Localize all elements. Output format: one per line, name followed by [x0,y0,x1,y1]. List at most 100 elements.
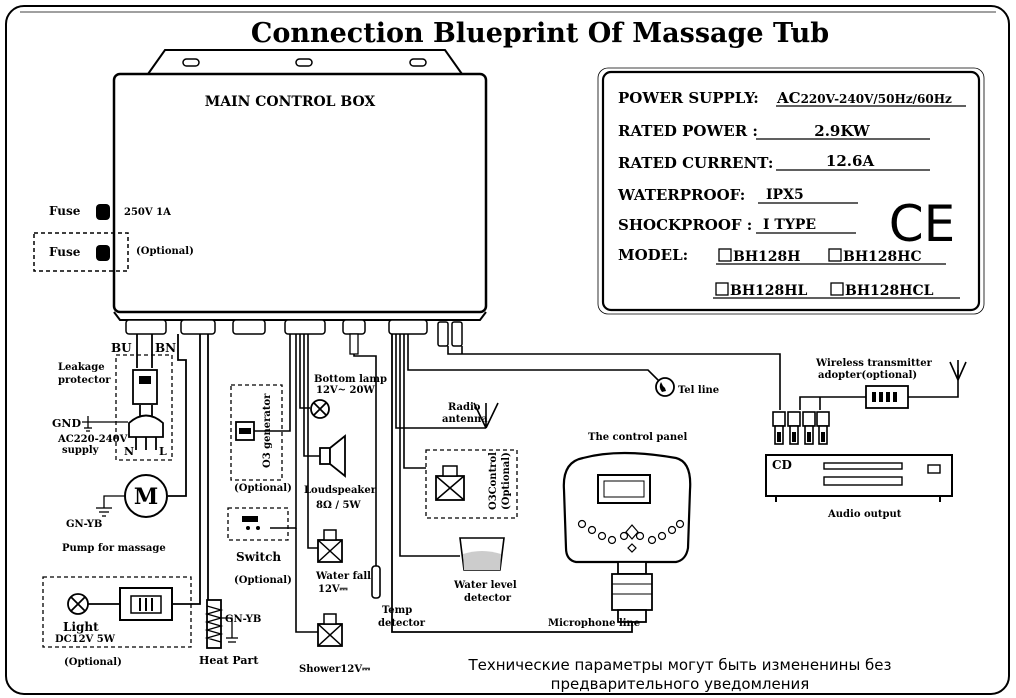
footnote: Технические параметры могут быть изменен… [330,656,1016,694]
model-checkbox-1 [718,248,732,262]
rated-power-value: 2.9KW [814,122,871,140]
supply-label-2: supply [62,445,100,456]
rated-current-label: RATED CURRENT: [618,154,773,172]
footnote-line-1: Технические параметры могут быть изменен… [468,656,892,674]
shockproof-value: I TYPE [763,217,816,233]
fuse1-icon [96,204,110,220]
cd-label: CD [772,458,792,472]
model-4: BH128HCL [845,283,934,299]
fuse2-note: (Optional) [136,246,194,257]
switch-icon [242,516,258,522]
loudspeaker-label-1: Loudspeaker [304,485,377,496]
motor-label: M [134,484,158,510]
light-dashed-box [42,576,192,648]
gn-yb-label-1: GN-YB [66,519,102,530]
shockproof-label: SHOCKPROOF : [618,216,752,234]
rated-power-label: RATED POWER : [618,122,758,140]
waterproof-label: WATERPROOF: [617,186,745,204]
power-supply-value: AC220V-240V/50Hz/60Hz [776,89,952,107]
fuse2-label: Fuse [49,245,81,259]
leakage-label-1: Leakage [58,362,105,373]
bottom-lamp-label-2: 12V~ 20W [316,385,375,396]
ce-mark: CE [889,195,956,253]
o3-control-wire [403,334,426,469]
radio-label-1: Radio [448,402,481,413]
footnote-line-2: предварительного уведомления [550,675,810,693]
water-level-label-2: detector [464,593,512,604]
fuse1-label: Fuse [49,204,81,218]
temp-wire [353,334,377,566]
waterfall-label-1: Water fall [315,571,371,582]
switch-optional: (Optional) [234,575,292,586]
waterfall-label-2: 12V⎓ [318,584,348,595]
leakage-protector-icon [132,369,158,405]
model-3: BH128HL [730,283,808,299]
o3-control-optional: (Optional) [501,452,512,510]
bu-label: BU [111,341,132,355]
waterfall-wire [307,334,318,549]
rca-plugs [772,411,830,445]
control-panel-buttons [577,519,685,545]
model-checkbox-2 [828,248,842,262]
radio-label-2: antenna [442,414,488,425]
model-2: BH128HC [843,249,922,265]
o3-control-dashed-box [425,449,518,519]
ground-icon [82,416,128,432]
o3-wire [254,334,291,432]
light-label-2: DC12V 5W [55,634,116,645]
spec-panel [597,67,985,315]
leakage-dashed-box [115,354,173,461]
n-label: N [124,445,134,458]
heat-part-label: Heat Part [199,654,259,667]
phone-icon [655,377,675,397]
shower-label: Shower12V⎓ [299,664,370,675]
temp-label-1: Temp [382,605,412,616]
loudspeaker-label-2: 8Ω / 5W [316,500,361,511]
light-optional: (Optional) [64,657,122,668]
main-box-label: MAIN CONTROL BOX [205,94,376,110]
model-checkbox-4 [830,282,844,296]
fuse2-optional-box [33,232,129,272]
fuse2-icon [96,245,110,261]
water-level-label-1: Water level [453,580,517,591]
tel-line-label: Tel line [678,385,719,396]
shower-wire [295,528,318,633]
bottom-lamp-wire [299,334,310,409]
model-checkbox-3 [715,282,729,296]
water-level-wire [399,334,460,557]
control-panel-connector [617,561,647,575]
o3-gen-dashed-box [230,384,283,481]
temp-detector-icon [371,565,381,599]
switch-dashed-box [227,507,289,541]
temp-label-2: detector [378,618,426,629]
wireless-label-2: adopter(optional) [818,370,917,381]
connector-row [125,319,463,347]
light-wire [172,334,201,605]
o3-optional: (Optional) [234,483,292,494]
outer-frame [5,5,1010,695]
tel-wire [407,334,661,383]
transmitter-slots [872,392,897,402]
o3-control-label: O3Control [488,452,499,510]
cd-player-icon [765,454,953,497]
radio-wire [395,334,452,429]
plug-icon [128,414,164,438]
pump-label: Pump for massage [62,543,166,554]
diagram-title: Connection Blueprint Of Massage Tub [251,18,829,49]
main-control-box: MAIN CONTROL BOX [112,49,488,321]
audio-wire [447,346,781,410]
l-label: L [159,445,167,458]
control-panel-label: The control panel [588,432,688,443]
microphone-line-label: Microphone line [548,618,640,629]
wireless-label-1: Wireless transmitter [815,358,933,369]
rated-current-value: 12.6A [826,152,875,170]
antenna-icon [473,402,499,429]
switch-label: Switch [236,550,281,564]
waterproof-value: IPX5 [766,187,804,203]
model-1: BH128H [733,249,801,265]
control-panel-icon [562,451,692,564]
gn-yb-label-2: GN-YB [225,614,261,625]
transmitter-antenna-icon [949,360,967,381]
loudspeaker-wire [303,334,320,457]
